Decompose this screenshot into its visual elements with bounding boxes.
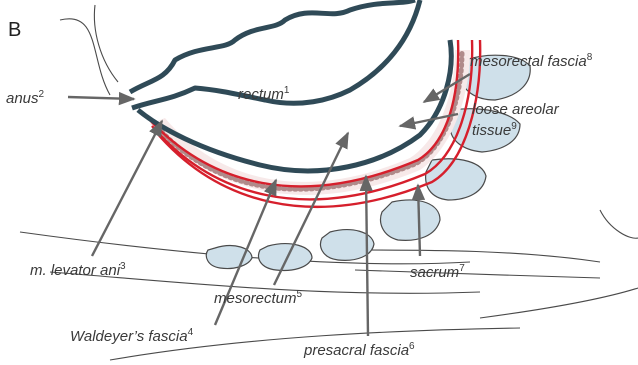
label-anus: anus2 [6,90,44,106]
label-mesorectum: mesorectum5 [214,290,302,306]
panel-label: B [8,19,21,42]
label-mesorectal-fascia: mesorectal fascia8 [470,53,592,69]
label-waldeyers-fascia: Waldeyer’s fascia4 [70,328,193,344]
arrow-sacrum [418,185,420,256]
label-sacrum: sacrum7 [410,264,465,280]
arrow-presacral [366,176,368,336]
label-presacral-fascia: presacral fascia6 [304,342,415,358]
label-loose-areolar-line2: tissue9 [472,122,517,138]
label-rectum: rectum1 [238,86,289,102]
arrow-anus [68,97,134,99]
label-levator-ani: m. levator ani3 [30,262,126,278]
label-loose-areolar-line1: loose areolar [472,102,559,117]
arrow-levator-ani [92,121,162,256]
